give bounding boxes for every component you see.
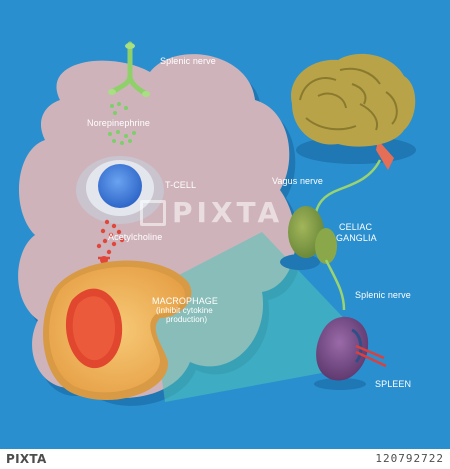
celiac-ganglia-icon	[280, 206, 337, 270]
watermark-logo-icon	[140, 200, 166, 226]
label-splenic-nerve-right: Splenic nerve	[355, 290, 411, 300]
label-macrophage: MACROPHAGE	[152, 296, 219, 306]
footer-bar: PIXTA 120792722	[0, 449, 450, 469]
label-vagus-nerve: Vagus nerve	[272, 176, 323, 186]
watermark-text: PIXTA	[172, 196, 284, 229]
footer-brand: PIXTA	[6, 452, 47, 466]
vagus-nerve-line	[314, 159, 382, 213]
brain-icon	[291, 53, 416, 170]
label-macrophage-note-2: production)	[166, 315, 208, 324]
label-celiac: CELIAC	[339, 222, 373, 232]
norepinephrine-molecules	[108, 102, 136, 145]
label-ganglia: GANGLIA	[336, 233, 377, 243]
nerve-terminal-icon	[108, 41, 150, 97]
splenic-nerve-line	[324, 259, 346, 311]
spleen-icon	[314, 316, 387, 390]
label-spleen: SPLEEN	[375, 379, 412, 389]
label-macrophage-note-1: (inhibit cytokine	[156, 306, 213, 315]
macrophage-icon	[43, 260, 192, 401]
zoom-projection	[150, 232, 355, 402]
label-splenic-nerve-top: Splenic nerve	[160, 56, 216, 66]
label-acetylcholine: Acetylcholine	[108, 232, 163, 242]
label-norepinephrine: Norepinephrine	[87, 118, 150, 128]
acetylcholine-molecules	[96, 219, 125, 255]
label-t-cell: T-CELL	[165, 180, 197, 190]
footer-image-number: 120792722	[375, 452, 444, 465]
